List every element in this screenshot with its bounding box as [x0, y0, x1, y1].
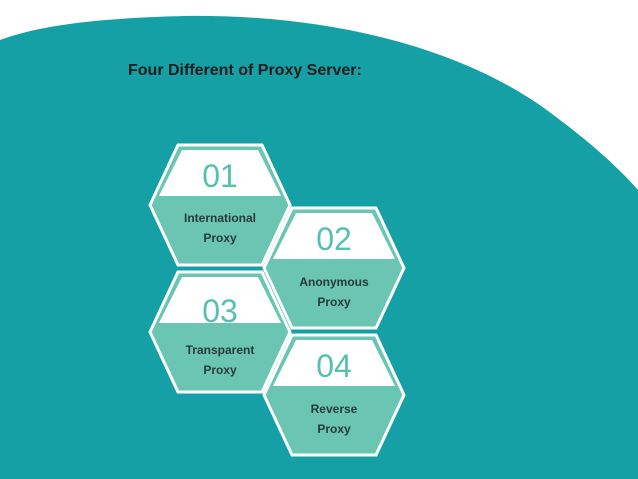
- hexagon-04: [262, 333, 406, 457]
- hexagon-03-label-line1: Transparent: [185, 343, 255, 357]
- hexagon-01-label-line1: International: [183, 211, 256, 225]
- hexagon-04-number: 04: [316, 348, 352, 384]
- hexagon-04-tab: [273, 340, 395, 386]
- hexagon-01-label-line2: Proxy: [203, 231, 237, 245]
- hexagon-02-label-line2: Proxy: [317, 295, 351, 309]
- hexagon-01-number: 01: [202, 158, 238, 194]
- hexagon-02-label-line1: Anonymous: [299, 275, 369, 289]
- hexagon-03-label-line2: Proxy: [203, 363, 237, 377]
- hexagon-04-label-line2: Proxy: [317, 422, 351, 436]
- hexagon-04-label-line1: Reverse: [310, 402, 358, 416]
- hexagon-02-number: 02: [316, 221, 352, 257]
- hexagon-03-tab: [159, 277, 281, 323]
- hexagon-01-tab: [159, 150, 281, 196]
- hexagon-03-number: 03: [202, 293, 238, 329]
- hexagon-01: [148, 143, 292, 267]
- page-title: Four Different of Proxy Server:: [128, 62, 362, 79]
- hexagon-02: [262, 206, 406, 330]
- hexagon-02-tab: [273, 213, 395, 259]
- hexagon-03: [148, 270, 292, 394]
